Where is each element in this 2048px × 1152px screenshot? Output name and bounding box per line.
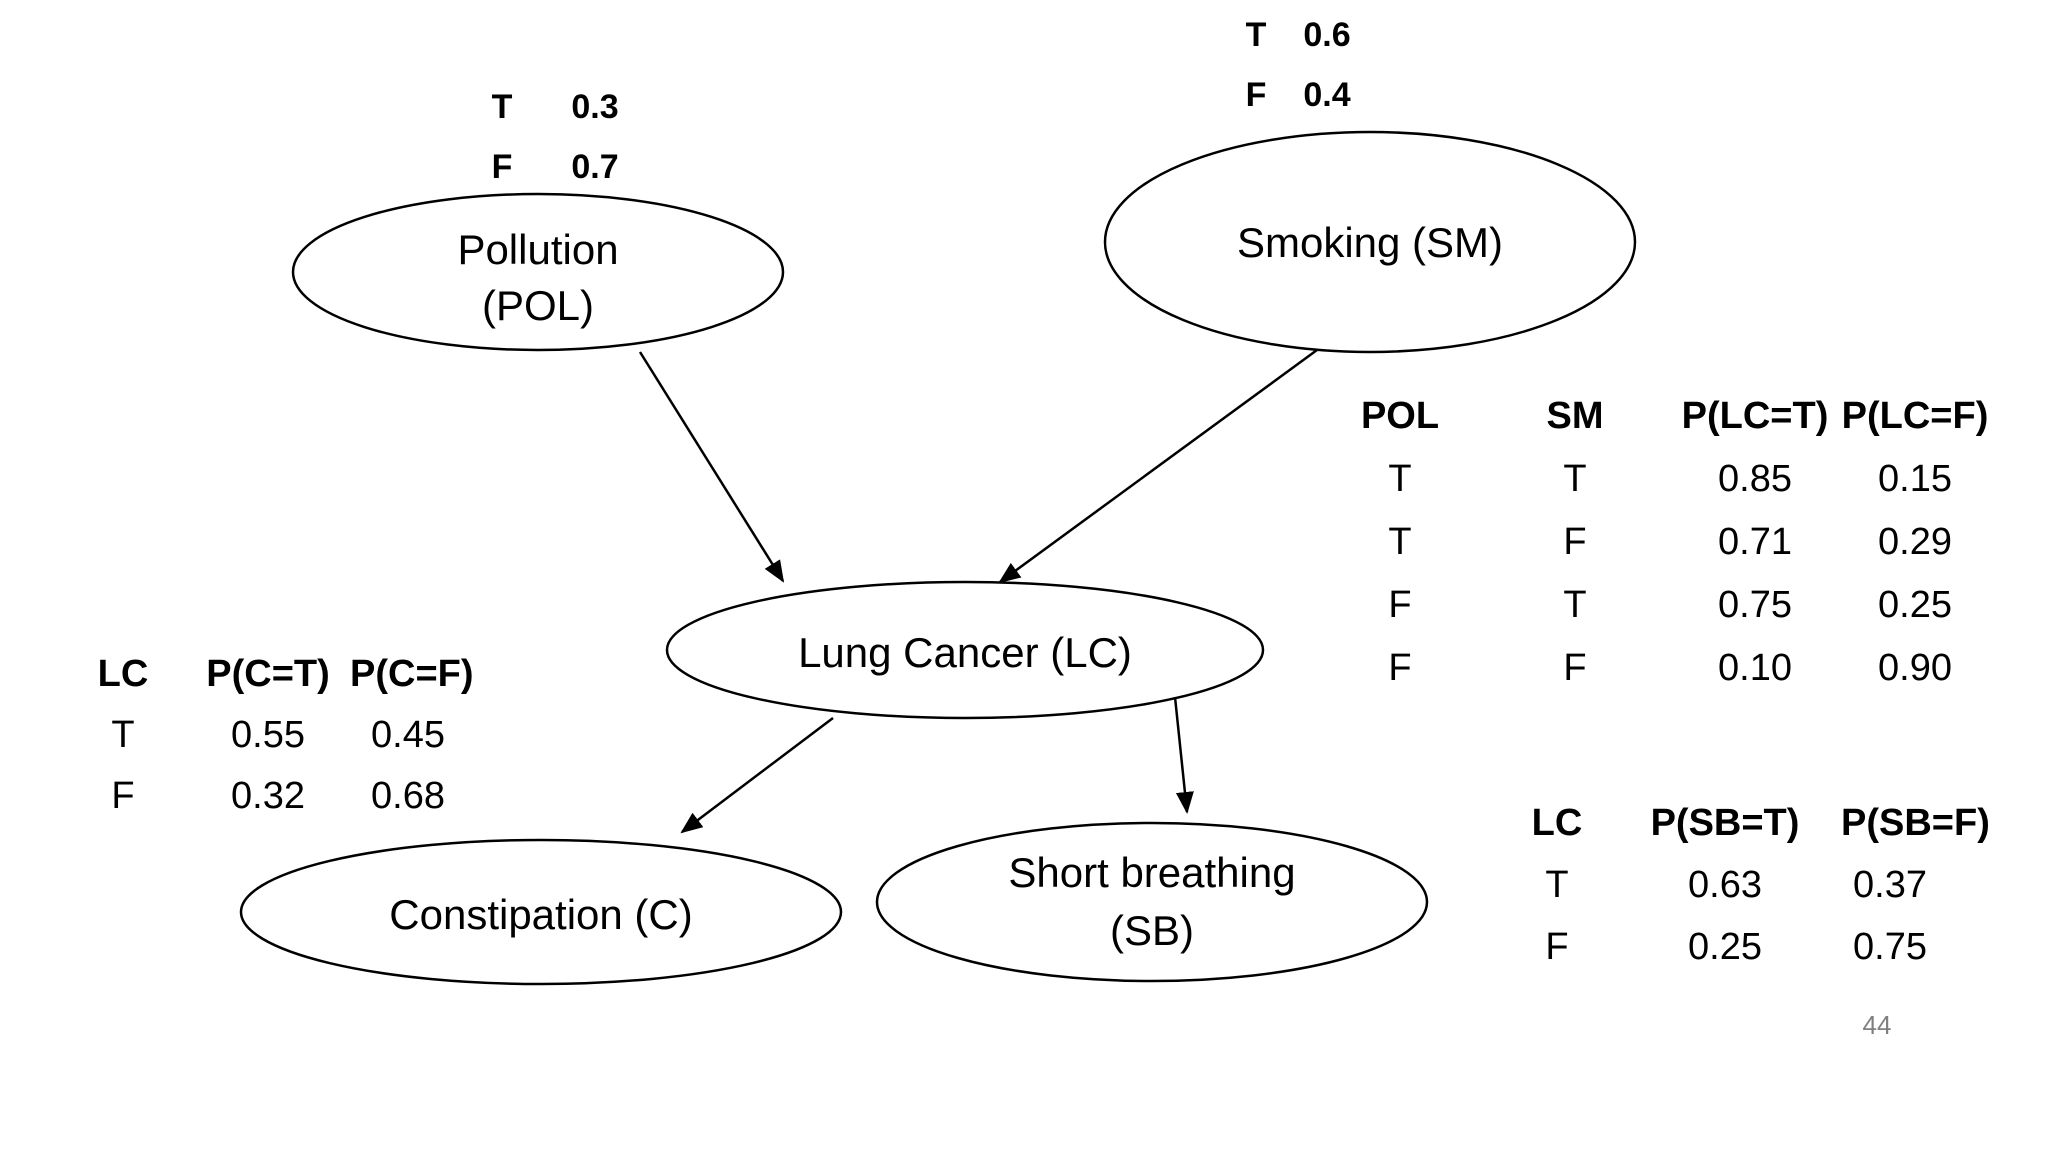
table-header-cell: P(SB=F) bbox=[1841, 802, 1990, 844]
table-cell: 0.25 bbox=[1878, 584, 1952, 626]
table-cell: 0.29 bbox=[1878, 521, 1952, 563]
table-cell: 0.6 bbox=[1303, 16, 1351, 54]
table-row: T 0.63 0.37 bbox=[1505, 854, 1939, 916]
table-cell: T bbox=[111, 714, 135, 756]
table-cell: 0.68 bbox=[371, 775, 445, 817]
table-header-cell: P(LC=F) bbox=[1841, 395, 1989, 437]
page-number: 44 bbox=[1862, 1010, 1892, 1040]
table-cell: 0.15 bbox=[1878, 458, 1952, 500]
table-cell: F bbox=[1563, 647, 1587, 689]
table-cell: F bbox=[111, 775, 135, 817]
table-row: F F 0.10 0.90 bbox=[1330, 637, 2000, 700]
node-constipation-label: Constipation (C) bbox=[389, 891, 693, 938]
table-cell: T bbox=[1563, 458, 1587, 500]
node-smoking-ellipse bbox=[1103, 130, 1637, 354]
lung-cancer-cpt-table: POL SM P(LC=T) P(LC=F) T T 0.85 0.15 T F… bbox=[1330, 385, 2000, 700]
table-cell: 0.7 bbox=[571, 148, 619, 186]
table-header-cell: P(SB=T) bbox=[1650, 802, 1800, 844]
table-row: T 0.3 bbox=[457, 77, 643, 137]
pollution-prior-table: T 0.3 F 0.7 bbox=[457, 77, 643, 197]
node-short-breathing-ellipse bbox=[875, 821, 1429, 983]
table-cell: 0.4 bbox=[1303, 76, 1351, 114]
node-lung-cancer-label: Lung Cancer (LC) bbox=[798, 629, 1132, 676]
table-cell: 0.75 bbox=[1853, 926, 1927, 968]
table-cell: 0.55 bbox=[231, 714, 305, 756]
table-cell: T bbox=[1545, 864, 1569, 906]
table-header-row: LC P(SB=T) P(SB=F) bbox=[1505, 792, 1990, 854]
node-short-breathing-label: Short breathing (SB) bbox=[902, 844, 1402, 960]
table-header-cell: POL bbox=[1360, 395, 1440, 437]
table-row: F 0.7 bbox=[457, 137, 643, 197]
table-header-cell: P(C=F) bbox=[350, 653, 474, 695]
table-row: T 0.6 bbox=[1211, 5, 1353, 65]
table-cell: 0.90 bbox=[1878, 647, 1952, 689]
table-cell: F bbox=[1563, 521, 1587, 563]
table-header-row: POL SM P(LC=T) P(LC=F) bbox=[1330, 385, 2000, 448]
edge-lung-cancer-to-constipation bbox=[680, 717, 834, 834]
table-row: F 0.25 0.75 bbox=[1505, 916, 1939, 978]
table-header-cell: LC bbox=[97, 653, 149, 695]
table-cell: F bbox=[1545, 926, 1569, 968]
node-pollution-label-line2: (POL) bbox=[481, 282, 594, 329]
smoking-prior-table: T 0.6 F 0.4 bbox=[1211, 5, 1353, 125]
node-short-breathing-label-line2: (SB) bbox=[1110, 907, 1194, 954]
table-cell: 0.37 bbox=[1853, 864, 1927, 906]
table-cell: T bbox=[491, 88, 513, 126]
table-row: T T 0.85 0.15 bbox=[1330, 448, 2000, 511]
node-constipation-ellipse bbox=[239, 838, 843, 986]
table-row: T 0.55 0.45 bbox=[60, 705, 466, 766]
table-cell: T bbox=[1388, 458, 1412, 500]
table-cell: F bbox=[491, 148, 513, 186]
table-header-cell: P(C=T) bbox=[206, 653, 330, 695]
table-cell: T bbox=[1388, 521, 1412, 563]
edge-pollution-to-lung-cancer bbox=[638, 351, 785, 583]
table-cell: 0.63 bbox=[1688, 864, 1762, 906]
table-cell: 0.32 bbox=[231, 775, 305, 817]
edge-smoking-to-lung-cancer bbox=[998, 348, 1318, 584]
node-pollution-ellipse bbox=[291, 192, 785, 352]
table-row: F 0.32 0.68 bbox=[60, 766, 466, 827]
table-cell: 0.71 bbox=[1718, 521, 1792, 563]
table-header-row: LC P(C=T) P(C=F) bbox=[60, 644, 474, 705]
node-smoking-label: Smoking (SM) bbox=[1236, 219, 1504, 266]
table-cell: F bbox=[1388, 584, 1412, 626]
table-cell: F bbox=[1245, 76, 1267, 114]
table-cell: 0.3 bbox=[571, 88, 619, 126]
node-pollution-label-line1: Pollution bbox=[457, 226, 619, 273]
table-cell: T bbox=[1563, 584, 1587, 626]
table-header-cell: LC bbox=[1531, 802, 1583, 844]
table-cell: 0.45 bbox=[371, 714, 445, 756]
table-row: F T 0.75 0.25 bbox=[1330, 574, 2000, 637]
table-row: F 0.4 bbox=[1211, 65, 1353, 125]
table-cell: F bbox=[1388, 647, 1412, 689]
table-row: T F 0.71 0.29 bbox=[1330, 511, 2000, 574]
node-lung-cancer-ellipse bbox=[665, 580, 1265, 720]
short-breathing-cpt-table: LC P(SB=T) P(SB=F) T 0.63 0.37 F 0.25 0.… bbox=[1505, 792, 1990, 978]
node-short-breathing-label-line1: Short breathing bbox=[1008, 849, 1296, 896]
table-cell: 0.10 bbox=[1718, 647, 1792, 689]
table-cell: 0.85 bbox=[1718, 458, 1792, 500]
table-cell: 0.75 bbox=[1718, 584, 1792, 626]
table-cell: T bbox=[1245, 16, 1267, 54]
table-cell: 0.25 bbox=[1688, 926, 1762, 968]
table-header-cell: P(LC=T) bbox=[1681, 395, 1829, 437]
constipation-cpt-table: LC P(C=T) P(C=F) T 0.55 0.45 F 0.32 0.68 bbox=[60, 644, 474, 827]
table-header-cell: SM bbox=[1546, 395, 1604, 437]
edge-lung-cancer-to-short-breathing bbox=[1173, 696, 1194, 814]
node-pollution-label: Pollution (POL) bbox=[288, 222, 788, 334]
